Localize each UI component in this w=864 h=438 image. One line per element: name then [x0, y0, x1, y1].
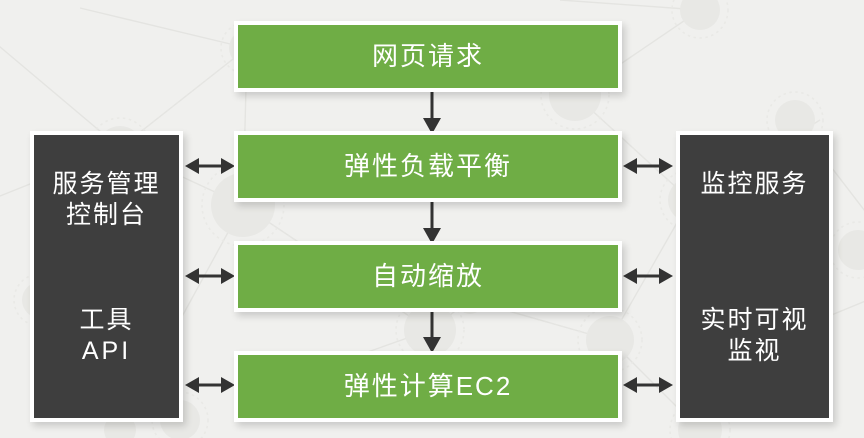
console-label-line-3: 工具 [79, 306, 134, 334]
node-web-request-label: 网页请求 [371, 40, 484, 71]
node-web-request[interactable]: 网页请求 [234, 21, 622, 92]
arrow-console-to-ec2 [185, 377, 235, 393]
node-auto-scaling-label: 自动缩放 [371, 260, 484, 291]
console-label-line-1: 服务管理 [52, 170, 161, 198]
node-auto-scaling[interactable]: 自动缩放 [234, 241, 622, 312]
node-load-balancer[interactable]: 弹性负载平衡 [234, 131, 622, 202]
panel-monitoring-service[interactable]: 监控服务 实时可视 监视 [676, 131, 833, 422]
arrow-load-balancer-to-monitoring [623, 158, 673, 174]
arrow-auto-scaling-to-ec2 [423, 309, 441, 353]
console-label-line-2: 控制台 [65, 200, 147, 229]
console-label-line-4: API [81, 336, 132, 365]
node-ec2-label: 弹性计算EC2 [343, 370, 513, 401]
arrow-web-request-to-load-balancer [423, 90, 441, 134]
console-top-label-group: 服务管理 控制台 [52, 169, 160, 230]
arrow-ec2-to-monitoring [623, 377, 673, 393]
monitoring-label-line-1: 监控服务 [700, 170, 809, 198]
console-bottom-label-group: 工具 API [79, 305, 133, 366]
node-load-balancer-label: 弹性负载平衡 [343, 150, 512, 181]
arrow-console-to-load-balancer [185, 158, 235, 174]
monitoring-top-label-group: 监控服务 [700, 169, 808, 200]
monitoring-label-line-2: 实时可视 [700, 306, 809, 334]
monitoring-label-line-3: 监视 [727, 336, 782, 365]
arrow-console-to-auto-scaling [185, 268, 235, 284]
panel-service-management-console[interactable]: 服务管理 控制台 工具 API [30, 131, 183, 422]
arrow-load-balancer-to-auto-scaling [423, 200, 441, 244]
node-ec2[interactable]: 弹性计算EC2 [234, 351, 622, 422]
monitoring-bottom-label-group: 实时可视 监视 [700, 305, 808, 366]
arrow-auto-scaling-to-monitoring [623, 268, 673, 284]
